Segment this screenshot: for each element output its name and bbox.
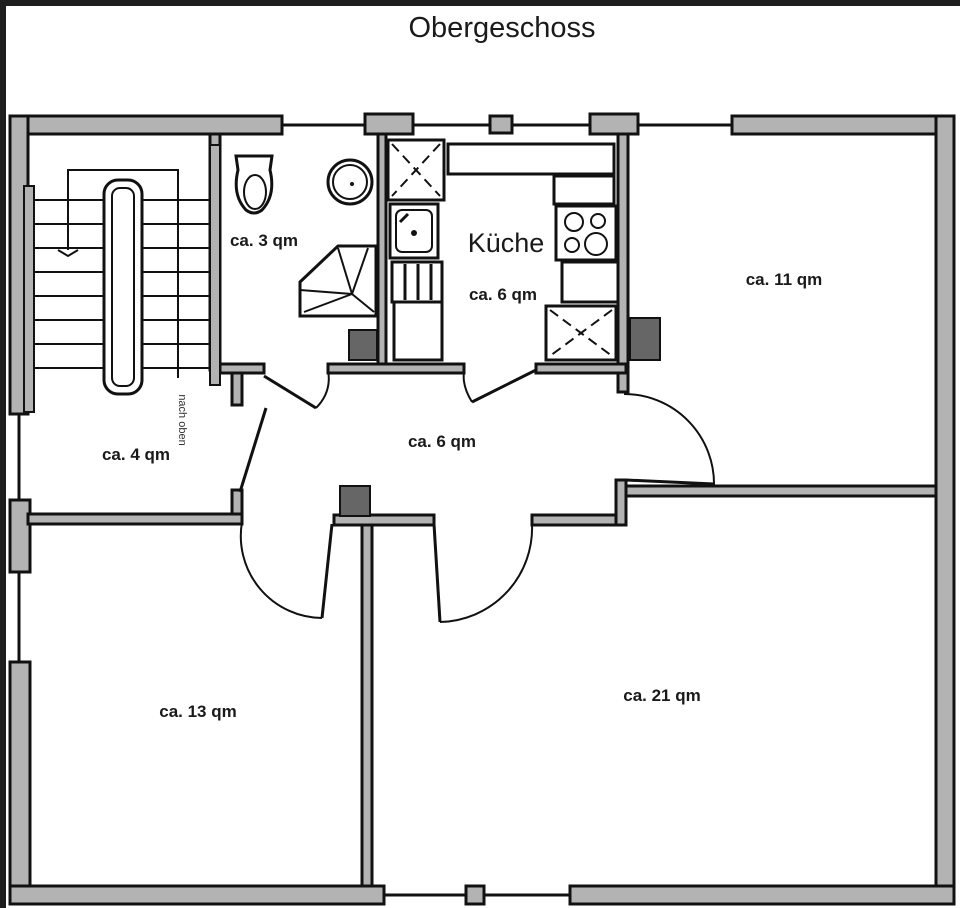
room-label-stairwell: ca. 4 qm [102,445,170,464]
cabinet [560,260,620,304]
stair-note: nach oben [176,394,188,445]
room-label-se: ca. 21 qm [623,686,701,705]
room-label-sw: ca. 13 qm [159,702,237,721]
wall-hall-top [326,362,466,375]
wall-sw-se [360,523,374,888]
door-kitchen [471,368,537,404]
cabinet [552,174,616,206]
stove-icon [554,204,618,262]
washbasin-icon [326,158,374,206]
wall-wc-kitchen [376,132,388,372]
chimney [629,317,661,361]
wall-hall-bottom [332,513,436,527]
chimney [348,329,378,361]
windows [17,123,732,897]
wall-left-mid [8,498,32,574]
door-ne [625,478,715,486]
door-sw [320,523,334,619]
staircase: nach oben [23,144,221,446]
kitchen-fixtures [386,138,620,362]
room-label-wc: ca. 3 qm [230,231,298,250]
wc-fixtures [234,154,378,318]
counter-top [446,142,616,176]
wall-left-bottom [8,660,32,906]
wall-hall-bottom [530,513,628,527]
handrail-right [209,144,221,386]
wall-pier [588,112,640,136]
wall-right [934,114,956,906]
door-wc [263,374,317,410]
handrail-center-inner [111,187,135,387]
wall-hall-step [614,478,628,527]
room-label-ne: ca. 11 qm [746,270,823,289]
room-label-kitchen: ca. 6 qm [469,285,537,304]
room-label-hallway: ca. 6 qm [408,432,476,451]
handrail-left [23,185,35,413]
cabinet [392,300,444,362]
wall-stair-sw [26,512,244,526]
wall-ne-se [624,484,938,498]
wall-pier [488,114,514,135]
stair-arrow-icon [57,249,79,258]
wall-stub [230,371,244,407]
wall-hall-top [534,362,628,375]
door-ne-swing [623,393,716,487]
wall-top-right [730,114,954,136]
wall-pier [464,884,486,906]
room-name-kitchen: Küche [468,228,545,258]
stair-path [67,169,179,378]
floor-title: Obergeschoss [408,12,596,44]
outer-walls [8,112,956,906]
door-se [432,523,442,623]
wall-pier [363,112,415,136]
doors [238,368,716,623]
door-stairwell [238,407,268,493]
toilet-seat [243,174,267,210]
door-se-swing [439,523,534,623]
chimney [339,485,371,517]
wall-bottom-right [568,884,956,906]
door-sw-swing [239,521,323,619]
wall-top-left [8,114,284,136]
toilet-icon [234,154,274,215]
wall-bottom-left [8,884,386,906]
